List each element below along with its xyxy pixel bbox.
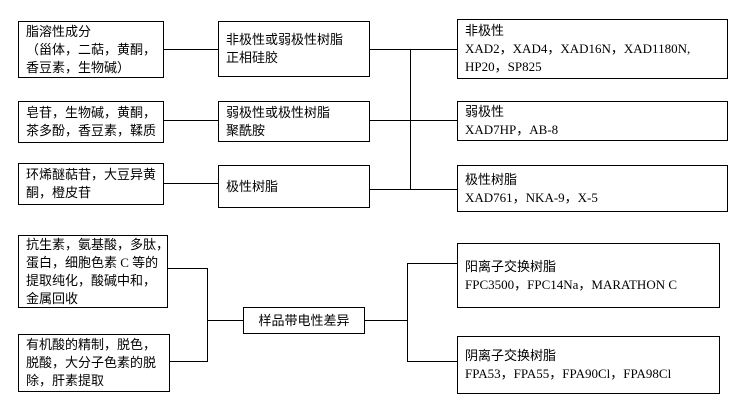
box-sample-charge-difference: 样品带电性差异 [243, 307, 365, 334]
box-nonpolar-or-weak-polar-resin: 非极性或弱极性树脂 正相硅胶 [218, 21, 370, 77]
box-text-line: XAD761，NKA-9，X-5 [465, 189, 598, 205]
box-text-line: 极性树脂 [226, 178, 279, 194]
connector-trunk-e1 [407, 263, 457, 264]
box-weak-polar-or-polar-resin: 弱极性或极性树脂 聚酰胺 [218, 101, 370, 142]
box-text-line: 非极性或弱极性树脂 [226, 32, 344, 47]
box-polar-resin: 极性树脂 [218, 165, 370, 208]
box-polar-resins-list: 极性树脂 XAD761，NKA-9，X-5 [457, 165, 728, 212]
box-text-line: 提取纯化，酸碱中和， [26, 272, 157, 288]
box-text-line: FPC3500，FPC14Na，MARATHON C [465, 276, 678, 292]
connector-bottom-right-trunk [407, 263, 408, 362]
box-text-line: 弱极性 [465, 104, 505, 119]
box-text-line: 正相硅胶 [226, 50, 279, 65]
box-saponins-alkaloids: 皂苷，生物碱，黄酮， 茶多酚，香豆素，鞣质 [18, 101, 164, 143]
box-text-line: 样品带电性差异 [258, 312, 350, 328]
box-text-line: 脱酸，大分子色素的脱 [26, 355, 157, 370]
connector-bottom-left-trunk [207, 268, 208, 362]
box-text-line: HP20，SP825 [465, 59, 542, 74]
box-text-line: XAD2，XAD4，XAD16N，XAD1180N, [465, 41, 691, 56]
connector-d2-trunk [170, 361, 207, 362]
connector-d1-trunk [168, 268, 207, 269]
box-text-line: FPA53，FPA55，FPA90Cl，FPA98Cl [465, 366, 672, 381]
box-text-line: 茶多酚，香豆素，鞣质 [26, 123, 157, 138]
connector-b1-c1 [370, 49, 457, 50]
connector-b2-c2 [370, 120, 457, 121]
connector-a1-b1 [164, 49, 218, 50]
box-organic-acid-refining: 有机酸的精制，脱色， 脱酸，大分子色素的脱 除，肝素提取 [18, 334, 170, 392]
box-text-line: XAD7HP，AB-8 [465, 122, 559, 137]
box-text-line: 酮，橙皮苷 [26, 185, 92, 200]
box-anion-exchange-resins: 阴离子交换树脂 FPA53，FPA55，FPA90Cl，FPA98Cl [457, 336, 720, 394]
box-text-line: 环烯醚萜苷，大豆异黄 [26, 167, 157, 182]
connector-center-box-trunk [365, 320, 407, 321]
box-text-line: 有机酸的精制，脱色， [26, 337, 157, 352]
connector-a3-b3 [164, 183, 218, 184]
box-text-line: 聚酰胺 [226, 122, 266, 138]
connector-b3-c3 [370, 189, 457, 190]
box-antibiotics-amino-acids: 抗生素，氨基酸，多肽， 蛋白，细胞色素 C 等的 提取纯化，酸碱中和， 金属回收 [18, 235, 170, 308]
box-weak-polar-resins-list: 弱极性 XAD7HP，AB-8 [457, 101, 728, 141]
box-text-line: 皂苷，生物碱，黄酮， [26, 105, 157, 120]
box-text-line: 蛋白，细胞色素 C 等的 [26, 254, 159, 270]
connector-a2-b2 [164, 120, 218, 121]
box-text-line: 抗生素，氨基酸，多肽， [26, 236, 170, 252]
box-text-line: 除，肝素提取 [26, 373, 105, 388]
box-text-line: （甾体，二萜，黄酮， [26, 41, 157, 57]
connector-trunk-center-box [207, 320, 243, 321]
box-text-line: 阳离子交换树脂 [465, 258, 557, 274]
box-nonpolar-resins-list: 非极性 XAD2，XAD4，XAD16N，XAD1180N, HP20，SP82… [457, 19, 728, 79]
box-iridoid-glycosides: 环烯醚萜苷，大豆异黄 酮，橙皮苷 [18, 163, 164, 205]
box-text-line: 金属回收 [26, 290, 79, 306]
box-text-line: 弱极性或极性树脂 [226, 104, 331, 120]
box-text-line: 非极性 [465, 23, 505, 38]
box-text-line: 脂溶性成分 [26, 23, 92, 39]
box-text-line: 阴离子交换树脂 [465, 348, 557, 363]
box-text-line: 极性树脂 [465, 171, 518, 187]
box-cation-exchange-resins: 阳离子交换树脂 FPC3500，FPC14Na，MARATHON C [457, 243, 720, 308]
connector-trunk-e2 [407, 361, 457, 362]
connector-top-trunk [410, 49, 411, 190]
box-text-line: 香豆素，生物碱） [26, 59, 131, 75]
box-fat-soluble-components: 脂溶性成分 （甾体，二萜，黄酮， 香豆素，生物碱） [18, 21, 164, 78]
